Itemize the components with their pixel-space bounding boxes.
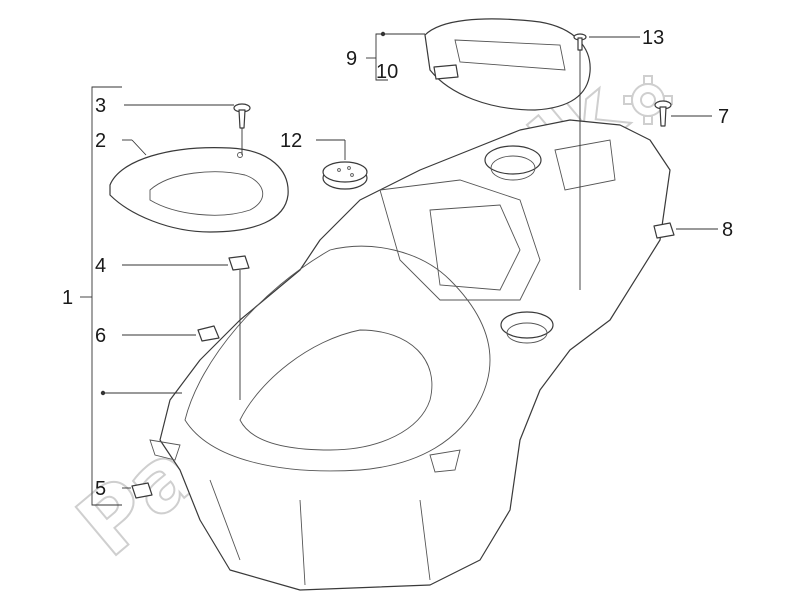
part-7-screw [654, 100, 672, 127]
part-13-screw [573, 33, 587, 51]
callout-1: 1 [62, 287, 73, 309]
callout-10: 10 [376, 61, 398, 83]
helmet-compartment [149, 119, 671, 591]
callout-5: 5 [95, 478, 106, 500]
callout-7: 7 [718, 106, 729, 128]
callout-12: 12 [280, 130, 302, 152]
part-9-cover [424, 18, 591, 111]
part-6-clip [197, 325, 220, 342]
callout-9: 9 [346, 48, 357, 70]
callout-4: 4 [95, 255, 106, 277]
leader-lines [80, 31, 718, 506]
callout-labels: 1 2 3 4 5 6 7 8 9 10 12 13 [62, 27, 733, 500]
part-5-clip [131, 482, 153, 499]
part-8-clip [653, 222, 675, 239]
callout-6: 6 [95, 325, 106, 347]
part-3-screw [233, 103, 251, 129]
part-12-grommet [322, 161, 368, 190]
part-4-clip [228, 255, 250, 271]
callout-2: 2 [95, 130, 106, 152]
callout-3: 3 [95, 95, 106, 117]
part-10-pad [433, 64, 459, 80]
part-2-small-lid [109, 147, 289, 233]
callout-13: 13 [642, 27, 664, 49]
gear-icon [623, 75, 673, 125]
callout-8: 8 [722, 219, 733, 241]
